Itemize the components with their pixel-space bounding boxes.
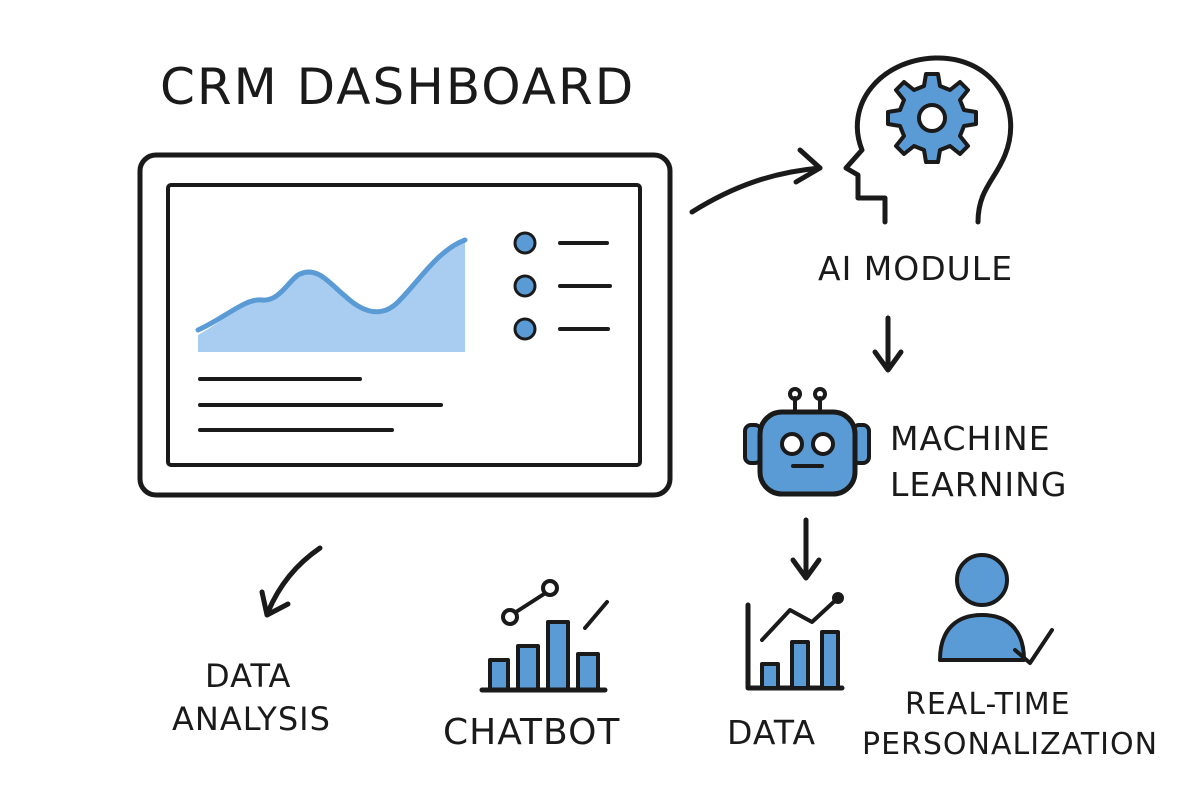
chatbot-label: CHATBOT [443,712,621,753]
personalization-label-line2: PERSONALIZATION [862,727,1159,762]
person-check-icon [938,553,1054,665]
arrow-dashboard-to-analysis [259,545,323,618]
head-gear-icon [843,55,1014,225]
personalization-label-line1: REAL-TIME [905,687,1071,722]
robot-icon [743,387,871,497]
bar-chart-icon [479,579,609,693]
page-title: CRM DASHBOARD [160,58,636,116]
machine-learning-label-line1: MACHINE [890,419,1051,458]
rising-chart-icon [745,592,845,691]
dashboard-icon [137,152,673,498]
ai-module-label: AI MODULE [818,249,1014,288]
arrow-ml-to-data [790,517,822,581]
arrow-dashboard-to-ai [689,147,823,215]
arrow-ai-to-ml [872,315,904,373]
data-analysis-label-line2: ANALYSIS [172,700,331,738]
data-label: DATA [727,713,817,752]
data-analysis-label-line1: DATA [205,657,292,695]
machine-learning-label-line2: LEARNING [890,465,1068,504]
